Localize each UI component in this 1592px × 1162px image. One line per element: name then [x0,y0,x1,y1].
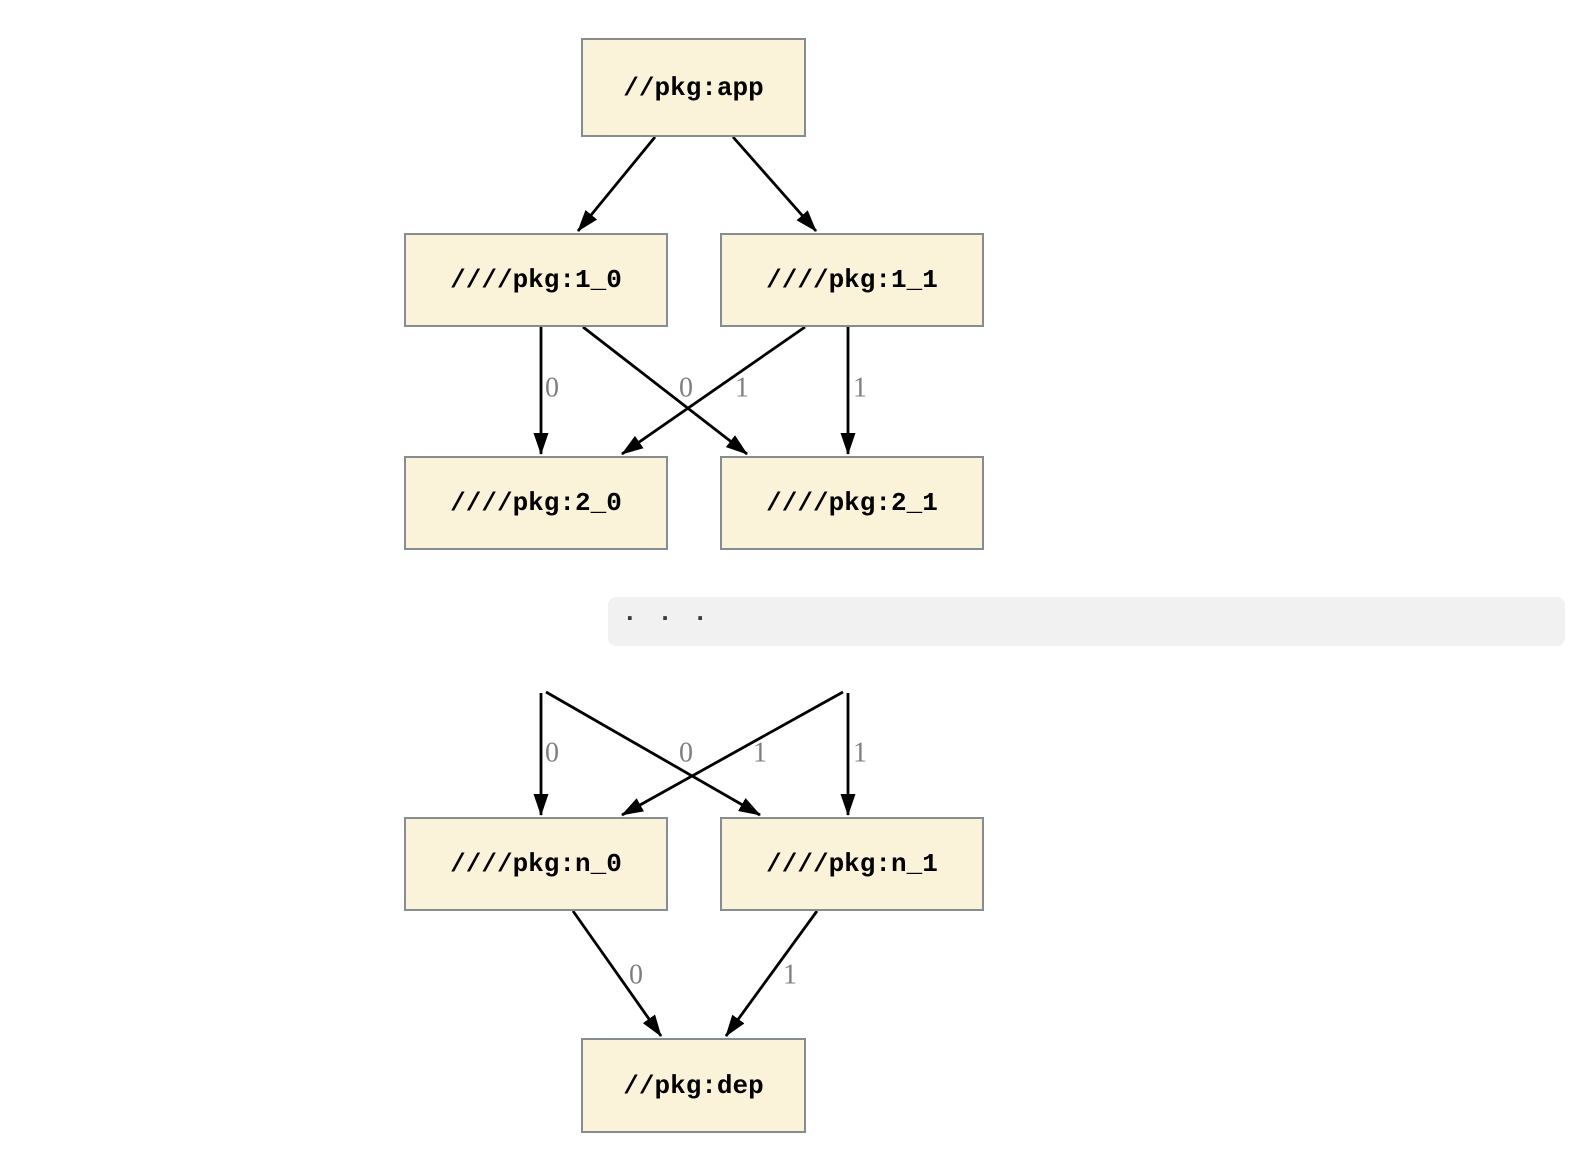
edge-app-to-1_1 [731,136,818,232]
graph-node-app: //pkg:app [581,38,806,137]
edge-label-1_0-to-2_0: 0 [545,373,559,404]
edge-label-...-to-n_1: 1 [853,738,867,769]
graph-node-n_0: ////pkg:n_0 [404,817,668,911]
ellipsis-bar: . . . [608,597,1565,646]
graph-node-n_1: ////pkg:n_1 [720,817,984,911]
graph-node-1_0: ////pkg:1_0 [404,233,668,327]
edge-...-to-n_1 [545,690,761,817]
edge-label-...-to-n_0: 1 [753,738,767,769]
ellipsis-text: . . . [622,597,711,628]
edge-app-to-1_0 [576,136,657,232]
graph-node-2_0: ////pkg:2_0 [404,456,668,550]
edge-label-...-to-n_1: 0 [679,738,693,769]
edge-label-n_1-to-dep: 1 [783,960,797,991]
edge-n_1-to-dep [724,910,819,1037]
edge-label-n_0-to-dep: 0 [629,960,643,991]
graph-node-dep: //pkg:dep [581,1038,806,1133]
edge-1_0-to-2_1 [582,325,748,456]
edge-label-1_1-to-2_1: 1 [853,373,867,404]
edge-n_0-to-dep [571,910,663,1037]
edge-1_1-to-2_0 [621,325,806,456]
graph-node-2_1: ////pkg:2_1 [720,456,984,550]
edge-label-1_1-to-2_0: 1 [735,373,749,404]
edge-label-...-to-n_0: 0 [545,738,559,769]
edge-...-to-n_0 [621,690,844,817]
graph-node-1_1: ////pkg:1_1 [720,233,984,327]
edge-label-1_0-to-2_1: 0 [679,373,693,404]
